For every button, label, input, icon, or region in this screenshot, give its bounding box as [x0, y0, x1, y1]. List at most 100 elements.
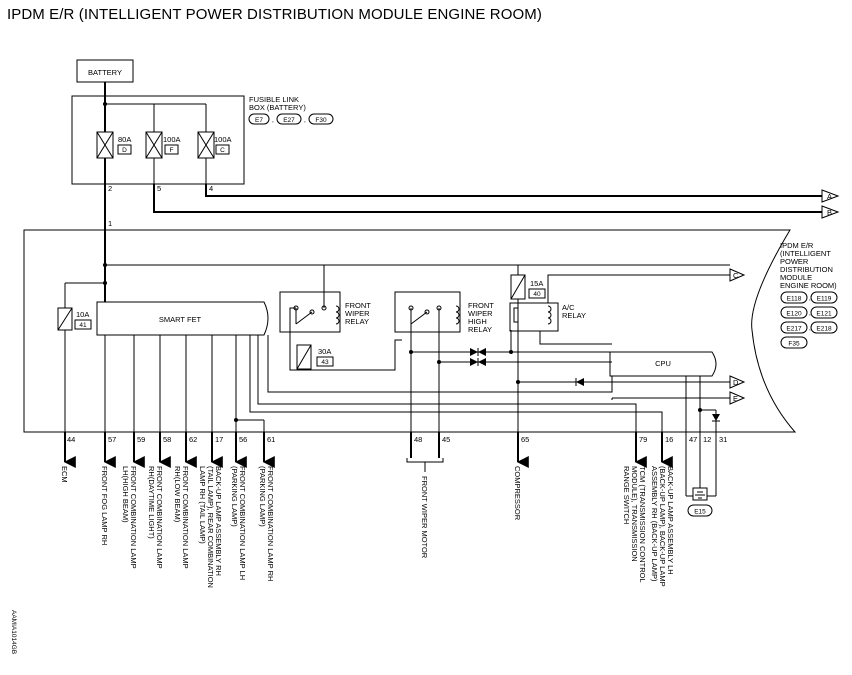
- svg-text:POWER: POWER: [780, 257, 809, 266]
- svg-text:C: C: [733, 271, 739, 280]
- label-drl-1: FRONT COMBINATION LAMP: [155, 466, 164, 569]
- svg-text:43: 43: [321, 359, 329, 366]
- svg-text:47: 47: [689, 435, 697, 444]
- pin-numbers: 44 57 59 58 62 17 56 61 48 45 65 79 16 4…: [67, 435, 727, 444]
- svg-text:E119: E119: [817, 296, 832, 303]
- svg-text:,: ,: [809, 295, 811, 302]
- svg-text:E15: E15: [694, 509, 706, 516]
- fuse-80a-amps: 80A: [118, 135, 131, 144]
- svg-text:RELAY: RELAY: [562, 311, 586, 320]
- diode-ground: [712, 414, 720, 422]
- page-title: IPDM E/R (INTELLIGENT POWER DISTRIBUTION…: [7, 6, 542, 23]
- offpage-c: C: [729, 268, 746, 282]
- front-wiper-high-relay: FRONT WIPER HIGH RELAY: [394, 291, 494, 334]
- label-park-rh-1: FRONT COMBINATION LAMP RH: [266, 466, 275, 581]
- cpu: CPU: [609, 351, 717, 377]
- terminal-1: 1: [108, 219, 112, 228]
- svg-text:E121: E121: [816, 311, 832, 318]
- svg-text:IPDM E/R: IPDM E/R: [780, 241, 814, 250]
- svg-text:31: 31: [719, 435, 727, 444]
- label-tcm-1: TCM (TRANSMISSION CONTROL: [638, 466, 647, 583]
- output-labels: ECM FRONT FOG LAMP RH FRONT COMBINATION …: [60, 466, 675, 588]
- svg-text:E217: E217: [786, 326, 802, 333]
- svg-text:16: 16: [665, 435, 673, 444]
- terminal-4: 4: [209, 184, 213, 193]
- svg-text:12: 12: [703, 435, 711, 444]
- ipdm-label: IPDM E/R (INTELLIGENT POWER DISTRIBUTION…: [780, 241, 837, 290]
- svg-text:E118: E118: [787, 296, 802, 303]
- fuse-80a: 80A D: [96, 131, 132, 159]
- label-backup-lh-1: BACK-UP LAMP ASSEMBLY LH: [666, 466, 675, 575]
- svg-text:CPU: CPU: [655, 359, 671, 368]
- fusible-link-box: FUSIBLE LINK BOX (BATTERY) E7 , E27 , F3…: [71, 95, 334, 185]
- label-backup-rh-2: (TAIL LAMP), REAR COMBINATION: [206, 466, 215, 588]
- label-park-rh-2: (PARKING LAMP): [258, 466, 267, 527]
- svg-text:,: ,: [304, 117, 306, 124]
- label-park-lh-2: (PARKING LAMP): [230, 466, 239, 527]
- svg-text:A: A: [827, 192, 832, 201]
- svg-text:RELAY: RELAY: [345, 317, 369, 326]
- svg-text:62: 62: [189, 435, 197, 444]
- svg-text:59: 59: [137, 435, 145, 444]
- fuse-80a-code: D: [122, 147, 127, 154]
- front-wiper-relay: FRONT WIPER RELAY: [279, 265, 371, 333]
- svg-text:D: D: [733, 378, 739, 387]
- fusible-link-label-2: BOX (BATTERY): [249, 103, 306, 112]
- svg-text:B: B: [827, 208, 832, 217]
- connector-e7: E7: [255, 117, 263, 124]
- connector-f30: F30: [315, 117, 327, 124]
- svg-text:E120: E120: [786, 311, 802, 318]
- svg-text:10A: 10A: [76, 310, 89, 319]
- svg-text:MODULE: MODULE: [780, 273, 812, 282]
- fuse-100a-c-code: C: [220, 147, 225, 154]
- svg-text:,: ,: [809, 310, 811, 317]
- fuse-100a-c: 100A C: [197, 131, 232, 159]
- label-backup-lh-3: ASSEMBLY RH (BACK-UP LAMP): [650, 466, 659, 582]
- smart-fet: SMART FET: [96, 301, 269, 336]
- svg-text:E: E: [733, 394, 738, 403]
- label-tcm-2: MODULE), TRANSMISSION: [630, 466, 639, 562]
- svg-text:44: 44: [67, 435, 75, 444]
- fuse-100a-c-amps: 100A: [214, 135, 232, 144]
- svg-text:61: 61: [267, 435, 275, 444]
- label-backup-rh-3: LAMP RH (TAIL LAMP): [198, 466, 207, 544]
- ipdm-connectors: E118 , E119 E120 , E121 E217 , E218 F35: [780, 291, 838, 349]
- fuse-15a: 15A 40: [510, 274, 546, 300]
- fuse-100a-f-code: F: [170, 147, 174, 154]
- svg-text:FRONT: FRONT: [345, 301, 371, 310]
- terminal-5: 5: [157, 184, 161, 193]
- svg-text:57: 57: [108, 435, 116, 444]
- fuse-100a-f: 100A F: [145, 131, 181, 159]
- svg-text:65: 65: [521, 435, 529, 444]
- svg-text:RELAY: RELAY: [468, 325, 492, 334]
- battery-box: BATTERY: [76, 59, 134, 83]
- fuse-10a: 10A 41: [57, 307, 92, 331]
- svg-text:WIPER: WIPER: [468, 309, 493, 318]
- offpage-e: E: [729, 391, 746, 405]
- label-fog-lamp: FRONT FOG LAMP RH: [100, 466, 109, 545]
- svg-text:FRONT: FRONT: [468, 301, 494, 310]
- label-tcm-3: RANGE SWITCH: [622, 466, 631, 524]
- diode-pair: [470, 348, 486, 366]
- svg-text:17: 17: [215, 435, 223, 444]
- svg-text:56: 56: [239, 435, 247, 444]
- svg-text:45: 45: [442, 435, 450, 444]
- svg-text:,: ,: [272, 117, 274, 124]
- label-wiper-motor: FRONT WIPER MOTOR: [420, 476, 429, 559]
- label-backup-lh-2: (BACK-UP LAMP), BACK-UP LAMP: [658, 466, 667, 587]
- battery-label: BATTERY: [88, 68, 122, 77]
- label-compressor: COMPRESSOR: [513, 466, 522, 521]
- fusible-link-label-1: FUSIBLE LINK: [249, 95, 299, 104]
- offpage-d: D: [729, 375, 746, 389]
- svg-text:40: 40: [533, 291, 541, 298]
- label-hi-beam-1: FRONT COMBINATION LAMP: [129, 466, 138, 569]
- svg-text:41: 41: [79, 322, 87, 329]
- svg-text:ENGINE ROOM): ENGINE ROOM): [780, 281, 837, 290]
- svg-text:48: 48: [414, 435, 422, 444]
- label-drl-2: RH(DAYTIME LIGHT): [147, 466, 156, 539]
- ipdm-outline: [23, 229, 797, 433]
- svg-text:79: 79: [639, 435, 647, 444]
- svg-text:F35: F35: [788, 341, 800, 348]
- offpage-a: A: [821, 189, 840, 203]
